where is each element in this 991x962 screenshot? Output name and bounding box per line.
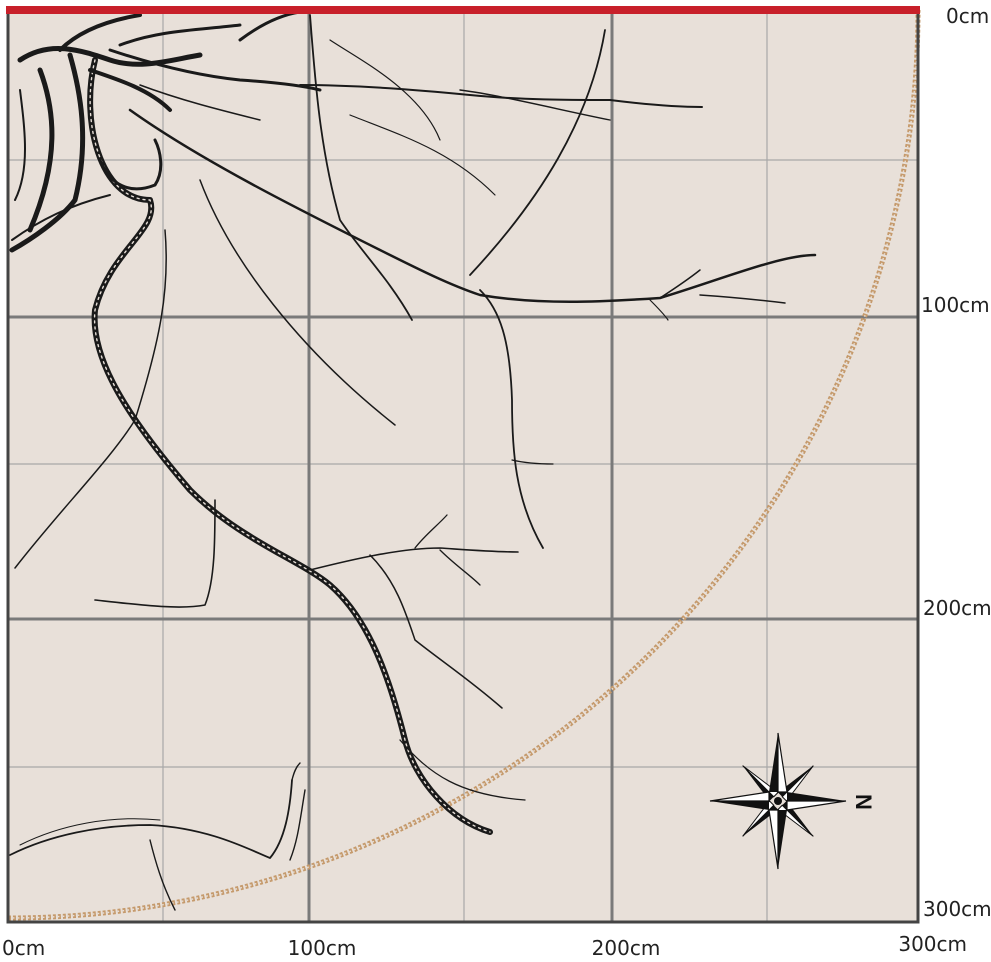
- root-crown: [88, 68, 172, 112]
- x-tick-label: 100cm: [288, 936, 357, 960]
- root-lateral: [369, 554, 503, 709]
- compass-rose: [709, 732, 847, 870]
- root-crown: [98, 138, 163, 191]
- x-tick-label: 300cm: [898, 932, 967, 956]
- y-axis-labels: 0cm 100cm 200cm 300cm: [921, 4, 991, 921]
- x-tick-label: 200cm: [592, 936, 661, 960]
- root-crown: [17, 45, 203, 67]
- compass-center: [774, 797, 782, 805]
- root-lateral: [511, 459, 554, 465]
- root-lateral: [149, 839, 176, 911]
- x-tick-label: 0cm: [2, 936, 45, 960]
- root-lateral: [309, 14, 413, 321]
- root-crown: [139, 84, 261, 121]
- root-lateral: [199, 179, 396, 426]
- root-lateral: [469, 29, 606, 276]
- root-crown: [11, 194, 111, 241]
- y-tick-label: 0cm: [946, 4, 989, 28]
- root-lateral: [128, 108, 817, 303]
- root-lateral: [94, 499, 216, 608]
- y-tick-label: 300cm: [923, 897, 991, 921]
- root-lateral: [19, 818, 161, 846]
- root-lateral: [309, 547, 519, 571]
- root-lateral: [439, 549, 481, 586]
- root-crown: [118, 23, 242, 47]
- x-axis-labels: 0cm 100cm 200cm 300cm: [2, 932, 967, 960]
- y-tick-label: 100cm: [921, 293, 990, 317]
- top-edge-bar: [6, 6, 920, 14]
- root-lateral: [291, 762, 301, 781]
- root-lateral: [649, 299, 669, 321]
- compass-north-label: N: [851, 794, 876, 810]
- root-lateral: [349, 114, 496, 196]
- root-lateral: [289, 789, 306, 861]
- root-lateral: [459, 89, 611, 121]
- root-lateral: [14, 229, 167, 569]
- root-lateral: [659, 269, 701, 299]
- root-crown: [58, 13, 142, 52]
- root-system: [9, 10, 817, 911]
- radius-arc: [7, 9, 921, 921]
- y-tick-label: 200cm: [923, 596, 991, 620]
- root-lateral: [9, 779, 293, 859]
- root-crown: [9, 52, 86, 253]
- compass-cardinal-points: [709, 732, 847, 870]
- root-crown: [108, 48, 322, 92]
- root-lateral: [399, 739, 526, 801]
- root-main-texture: [89, 59, 491, 833]
- root-crown: [14, 89, 26, 201]
- root-crown: [27, 67, 55, 233]
- root-lateral: [329, 39, 441, 141]
- root-lateral: [699, 294, 786, 304]
- major-grid: [8, 10, 918, 922]
- root-lateral: [479, 289, 544, 549]
- root-lateral: [299, 84, 703, 108]
- root-lateral: [414, 514, 448, 549]
